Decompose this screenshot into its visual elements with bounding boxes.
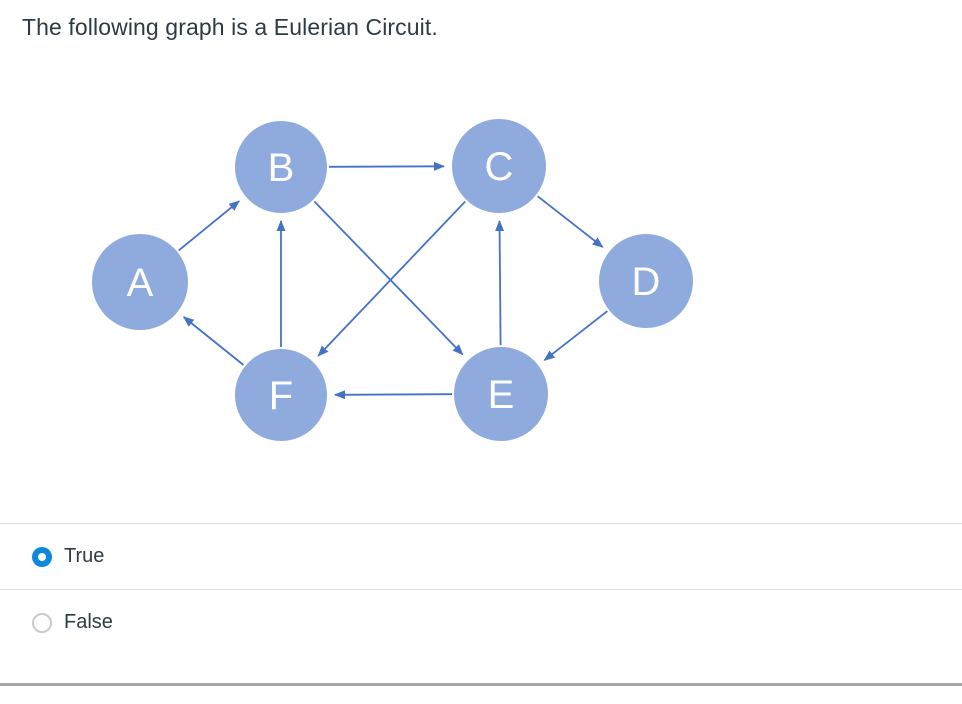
graph-edge-C-F [317,200,466,357]
radio-false-icon[interactable] [32,612,52,633]
graph-node-label-C: C [485,145,514,189]
graph-node-label-B: B [268,146,295,190]
graph-node-label-D: D [632,260,661,304]
option-label-false: False [64,611,113,633]
graph-edge-B-C [328,161,445,171]
directed-graph-diagram: A B C D E F [92,119,693,441]
option-label-true: True [64,545,105,567]
graph-edge-B-E [313,200,464,356]
graph-edge-A-B [178,200,240,252]
graph-node-label-F: F [269,374,293,418]
graph-edge-F-A [182,316,245,366]
graph-node-D [599,234,693,328]
answer-option-true[interactable]: True [0,523,962,589]
graph-node-C [452,119,546,213]
graph-node-E [454,347,548,441]
bottom-divider [0,683,962,686]
graph-edge-E-F [334,390,453,400]
radio-true-icon[interactable] [32,546,52,567]
graph-edge-E-C [495,220,505,346]
graph-node-B [235,121,327,213]
graph-node-label-E: E [488,373,515,417]
graph-node-F [235,349,327,441]
graph-edge-D-E [543,310,608,361]
graph-node-A [92,234,188,330]
graph-node-label-A: A [127,261,154,305]
question-title: The following graph is a Eulerian Circui… [22,14,438,40]
graph-edge-C-D [537,195,604,248]
answer-options: True False [0,523,962,655]
answer-option-false[interactable]: False [0,589,962,655]
